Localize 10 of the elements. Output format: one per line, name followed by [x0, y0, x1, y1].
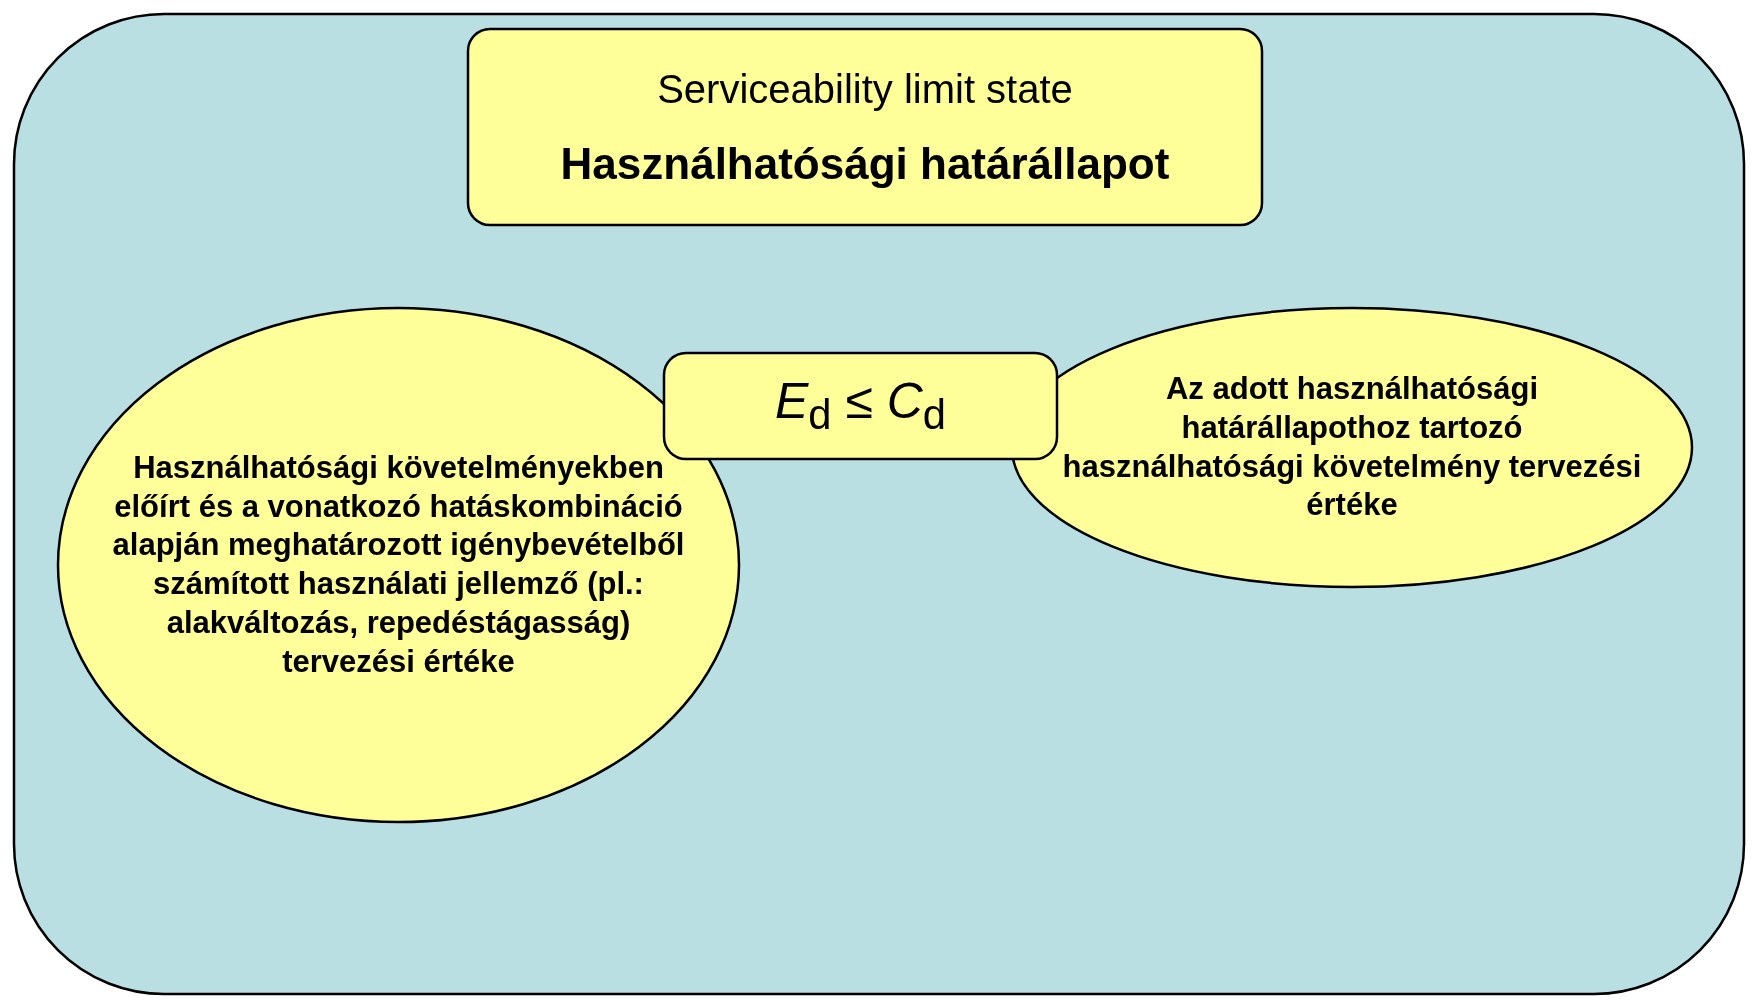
definition-ellipse: [58, 308, 739, 822]
description-text: Az adott használhatósági határállapothoz tartozó használhatósági követelmény tervezési értéke: [1062, 370, 1642, 525]
formula-text: E$_{d}$ ≤ C$_{d}$: [774, 372, 946, 441]
title-box: [468, 29, 1262, 225]
description-text: Használhatósági követelményekben előírt és a vonatkozó hatáskombináció alapján meghatározott igénybevételből számított használati jellemző (pl.: alakváltozás, repedéstágasság) tervezési értéke: [111, 448, 686, 681]
subtitle-text: Serviceability limit state: [657, 65, 1073, 113]
definition-ellipse: [1012, 308, 1692, 587]
formula-box: [664, 353, 1057, 459]
title-text: Használhatósági határállapot: [560, 137, 1170, 190]
background-panel: [14, 14, 1744, 994]
